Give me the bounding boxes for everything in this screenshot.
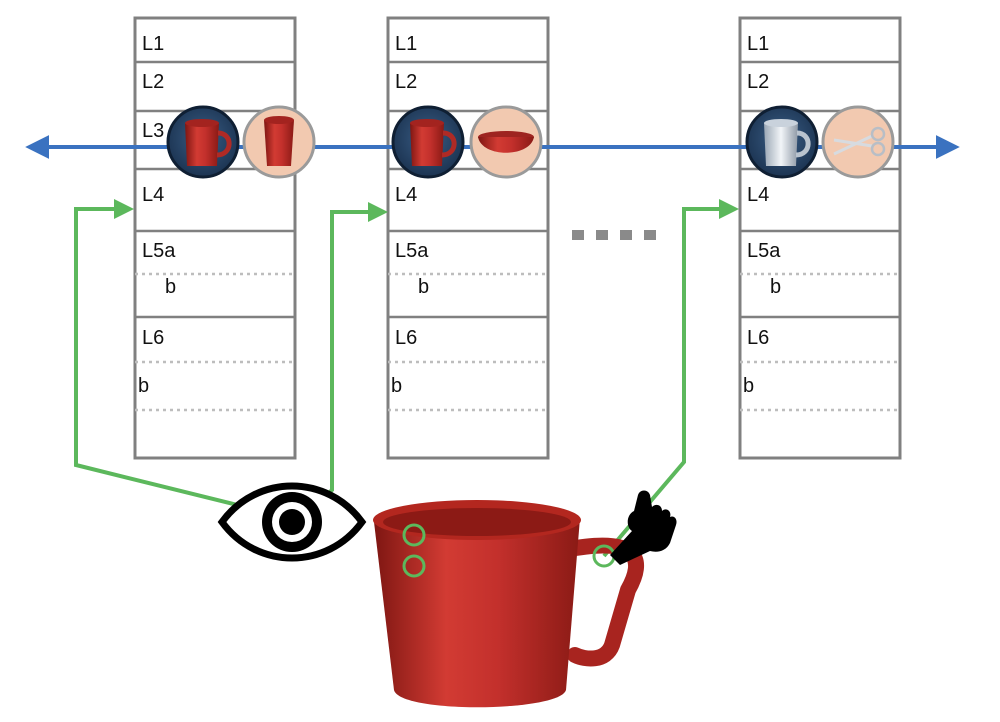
label-l6b: b (743, 375, 754, 397)
label-l1: L1 (395, 33, 417, 55)
white-mug-icon (745, 105, 819, 179)
label-l2: L2 (747, 71, 769, 93)
label-l2: L2 (142, 71, 164, 93)
label-l6: L6 (142, 327, 164, 349)
column-frame (386, 16, 550, 460)
label-l4: L4 (142, 184, 164, 206)
eye-to-column2-link (296, 202, 388, 522)
pointing-hand-icon (610, 490, 677, 565)
label-l6b: b (138, 375, 149, 397)
label-l5b: b (418, 276, 429, 298)
eye-to-column1-link (74, 199, 291, 520)
grasp-point-marker (402, 523, 426, 547)
label-l5a: L5a (747, 240, 781, 262)
red-mug-icon (391, 105, 465, 179)
red-mug-icon (166, 105, 240, 179)
label-l5a: L5a (142, 240, 176, 262)
red-cup-icon (242, 105, 316, 179)
red-bowl-icon (469, 105, 543, 179)
label-l3: L3 (142, 120, 164, 142)
grasp-point-marker (402, 554, 426, 578)
label-l5b: b (165, 276, 176, 298)
ellipsis-dots (572, 230, 656, 240)
label-l6: L6 (747, 327, 769, 349)
label-l5b: b (770, 276, 781, 298)
eye-icon (217, 482, 367, 562)
label-l6: L6 (395, 327, 417, 349)
label-l2: L2 (395, 71, 417, 93)
label-l5a: L5a (395, 240, 429, 262)
scissors-icon (821, 105, 895, 179)
label-l1: L1 (747, 33, 769, 55)
hand-to-column3-link (602, 199, 739, 558)
column-frame (738, 16, 902, 460)
level-column-1: L1 L2 L3 L4 L5a b L6 b (133, 16, 297, 460)
label-l1: L1 (142, 33, 164, 55)
level-column-3: L1 L2 L4 L5a b L6 b (738, 16, 902, 460)
label-l4: L4 (395, 184, 417, 206)
level-column-2: L1 L2 L4 L5a b L6 b (386, 16, 550, 460)
label-l6b: b (391, 375, 402, 397)
column-frame (133, 16, 297, 460)
red-mug-photo (373, 500, 644, 708)
label-l4: L4 (747, 184, 769, 206)
